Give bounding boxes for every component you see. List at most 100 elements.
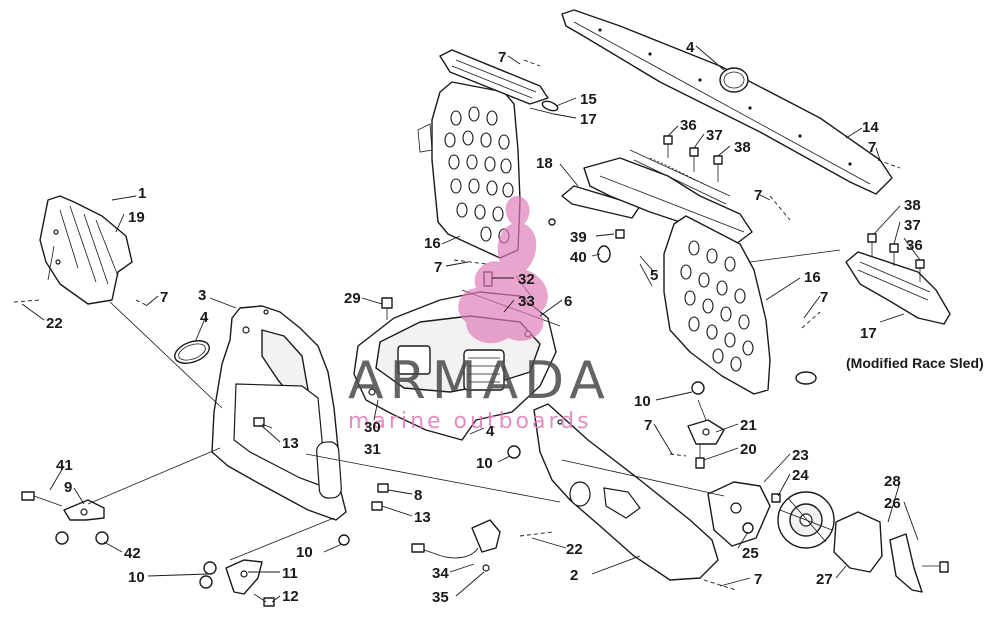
leader-lines — [21, 45, 921, 603]
callout: 5 — [650, 267, 658, 284]
watermark-name: ARMADA — [348, 351, 611, 411]
rivet-7-left — [135, 299, 149, 307]
callout: 36 — [680, 117, 697, 134]
callout: 7 — [754, 187, 762, 204]
callout: 41 — [56, 457, 73, 474]
watermark-seahorse-icon — [458, 196, 548, 344]
rivet-7-mid — [669, 453, 687, 457]
sprocket-assembly — [777, 491, 835, 549]
part-10-nuts-lower — [199, 534, 350, 589]
callout: 12 — [282, 588, 299, 605]
callout: 6 — [564, 293, 572, 310]
callout: 35 — [432, 589, 449, 606]
callout: 10 — [634, 393, 651, 410]
part-26-plate — [889, 533, 923, 593]
callout: 38 — [734, 139, 751, 156]
part-1-side-panel — [39, 195, 133, 305]
part-25-washer — [742, 522, 754, 534]
rivet-7-right — [769, 195, 791, 221]
watermark-tagline: marine outboards — [348, 409, 592, 434]
part-12-bolt — [253, 593, 275, 607]
part-17-mesh-right — [629, 149, 731, 205]
part-9-bracket — [63, 499, 105, 521]
part-16-right-panel — [663, 215, 817, 395]
callout: 25 — [742, 545, 759, 562]
callout: 28 — [884, 473, 901, 490]
callout: 7 — [820, 289, 828, 306]
callout: 31 — [364, 441, 381, 458]
race-sled-note: (Modified Race Sled) — [846, 355, 984, 371]
part-2-lower-bracket — [533, 403, 719, 581]
callout: 7 — [434, 259, 442, 276]
callout: 37 — [706, 127, 723, 144]
callout: 3 — [198, 287, 206, 304]
callout: 27 — [816, 571, 833, 588]
callout: 42 — [124, 545, 141, 562]
callout: 37 — [904, 217, 921, 234]
part-24-screw — [771, 493, 781, 503]
callout: 30 — [364, 419, 381, 436]
part-23-plate — [707, 481, 771, 547]
callout: 2 — [570, 567, 578, 584]
callout: 39 — [570, 229, 587, 246]
callout: 10 — [128, 569, 145, 586]
part-21-bracket — [687, 399, 725, 445]
callout: 4 — [486, 423, 495, 440]
rivet-7-bottom — [703, 579, 737, 591]
callout: 29 — [344, 290, 361, 307]
rivet-22-center — [519, 531, 553, 537]
part-42-nut — [55, 531, 109, 545]
callout: 19 — [128, 209, 145, 226]
rivet-7-panel — [801, 311, 821, 329]
callout: 15 — [580, 91, 597, 108]
part-17-mesh-upper — [439, 49, 549, 105]
callout: 24 — [792, 467, 809, 484]
callout: 17 — [580, 111, 597, 128]
part-17-race-sled-mesh — [845, 233, 951, 325]
callout: 40 — [570, 249, 587, 266]
callout: 32 — [518, 271, 535, 288]
callout: 34 — [432, 565, 449, 582]
callout: 16 — [804, 269, 821, 286]
part-27-cover — [833, 511, 883, 573]
part-4-clamp-ring — [174, 340, 210, 364]
callout-labels: 1 19 22 7 3 4 13 41 9 42 10 11 12 10 8 1… — [46, 39, 984, 606]
callout: 13 — [282, 435, 299, 452]
part-18-mount-bracket — [561, 157, 753, 245]
part-14-rail — [561, 9, 893, 195]
callout: 14 — [862, 119, 879, 136]
callout: 7 — [754, 571, 762, 588]
part-34-sensor — [411, 519, 501, 572]
part-4-clamp-upper — [719, 67, 749, 93]
part-29-screw — [381, 297, 393, 320]
callout: 20 — [740, 441, 757, 458]
part-15-spring — [541, 100, 559, 112]
assembly-lines — [87, 249, 841, 561]
part-10-nuts — [507, 381, 705, 459]
callout: 13 — [414, 509, 431, 526]
rivet-7-rail — [877, 159, 901, 169]
callout: 36 — [906, 237, 923, 254]
callout: 22 — [46, 315, 63, 332]
part-28-screw — [922, 561, 949, 573]
callout: 22 — [566, 541, 583, 558]
part-39-40-hardware — [548, 218, 625, 263]
rivet-22-lead — [13, 299, 41, 303]
callout: 26 — [884, 495, 901, 512]
callout: 7 — [644, 417, 652, 434]
rivet-7-center — [453, 259, 487, 265]
callout: 4 — [686, 39, 695, 56]
part-20-bolt — [695, 444, 705, 469]
callout: 7 — [498, 49, 506, 66]
callout: 10 — [296, 544, 313, 561]
callout: 10 — [476, 455, 493, 472]
callout: 7 — [160, 289, 168, 306]
callout: 33 — [518, 293, 535, 310]
callout: 21 — [740, 417, 757, 434]
part-16-perforated-panel — [417, 81, 521, 259]
callout: 11 — [282, 565, 298, 582]
callout: 9 — [64, 479, 72, 496]
callout: 4 — [200, 309, 209, 326]
part-13-bolts — [253, 417, 389, 511]
callout: 38 — [904, 197, 921, 214]
